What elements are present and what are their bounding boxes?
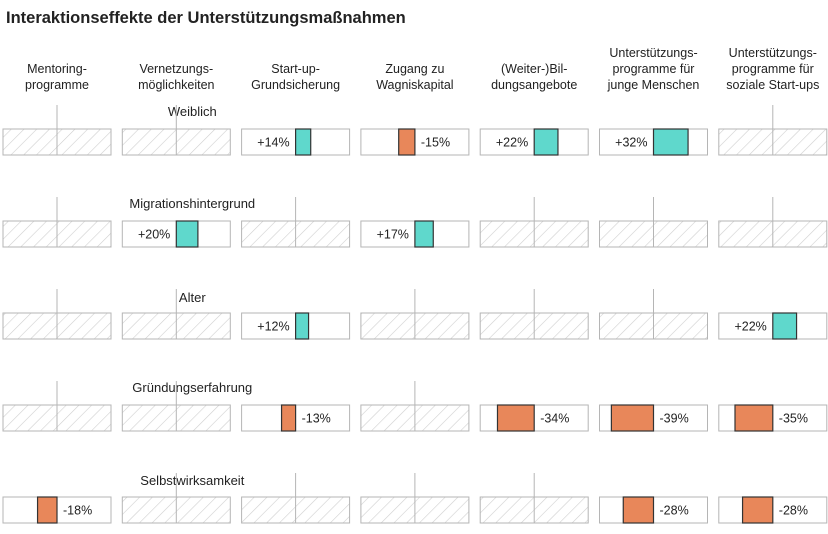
value-label: -39% xyxy=(660,412,689,426)
value-label: +20% xyxy=(138,228,170,242)
row-label: Alter xyxy=(179,290,206,305)
negative-bar xyxy=(741,496,774,524)
positive-bar xyxy=(414,220,434,248)
value-label: -34% xyxy=(540,412,569,426)
column-header-line: Unterstützungs- xyxy=(729,46,817,60)
positive-bar xyxy=(295,128,312,156)
negative-bar xyxy=(610,404,655,432)
value-label: +14% xyxy=(257,136,289,150)
column-header-line: soziale Start-ups xyxy=(726,78,819,92)
value-label: +22% xyxy=(734,320,766,334)
negative-bar xyxy=(622,496,655,524)
positive-bar xyxy=(175,220,199,248)
row-label: Migrationshintergrund xyxy=(129,196,255,211)
column-header-line: Vernetzungs- xyxy=(139,62,213,76)
column-header-line: Unterstützungs- xyxy=(609,46,697,60)
value-label: +32% xyxy=(615,136,647,150)
row-label: Selbstwirksamkeit xyxy=(140,473,244,488)
column-header-line: Wagniskapital xyxy=(376,78,453,92)
value-label: -28% xyxy=(779,504,808,518)
positive-bar xyxy=(652,128,689,156)
column-header-line: programme für xyxy=(613,62,695,76)
column-header-line: programme xyxy=(25,78,89,92)
chart-rows: Weiblich +14% -15% +22% +32% Migrationshinter… xyxy=(2,104,828,524)
column-header-line: Zugang zu xyxy=(385,62,444,76)
column-header-line: programme für xyxy=(732,62,814,76)
positive-bar xyxy=(772,312,798,340)
positive-bar xyxy=(533,128,559,156)
column-headers: Mentoring-programme Vernetzungs-möglichke… xyxy=(25,46,819,92)
chart-title: Interaktionseffekte der Unterstützungsma… xyxy=(6,9,406,27)
negative-bar xyxy=(36,496,58,524)
negative-bar xyxy=(280,404,297,432)
column-header-line: (Weiter-)Bil- xyxy=(501,62,567,76)
value-label: +22% xyxy=(496,136,528,150)
negative-bar xyxy=(398,128,416,156)
column-header-line: Mentoring- xyxy=(27,62,87,76)
column-header-line: junge Menschen xyxy=(607,78,700,92)
positive-bar xyxy=(295,312,310,340)
negative-bar xyxy=(734,404,774,432)
value-label: -13% xyxy=(302,412,331,426)
value-label: -35% xyxy=(779,412,808,426)
negative-bar xyxy=(496,404,535,432)
column-header-line: möglichkeiten xyxy=(138,78,214,92)
column-header-line: Grundsicherung xyxy=(251,78,340,92)
column-header-line: dungsangebote xyxy=(491,78,577,92)
value-label: +17% xyxy=(377,228,409,242)
column-header-line: Start-up- xyxy=(271,62,320,76)
row-label: Weiblich xyxy=(168,104,217,119)
row-label: Gründungserfahrung xyxy=(132,380,252,395)
value-label: -15% xyxy=(421,136,450,150)
value-label: +12% xyxy=(257,320,289,334)
value-label: -28% xyxy=(660,504,689,518)
value-label: -18% xyxy=(63,504,92,518)
